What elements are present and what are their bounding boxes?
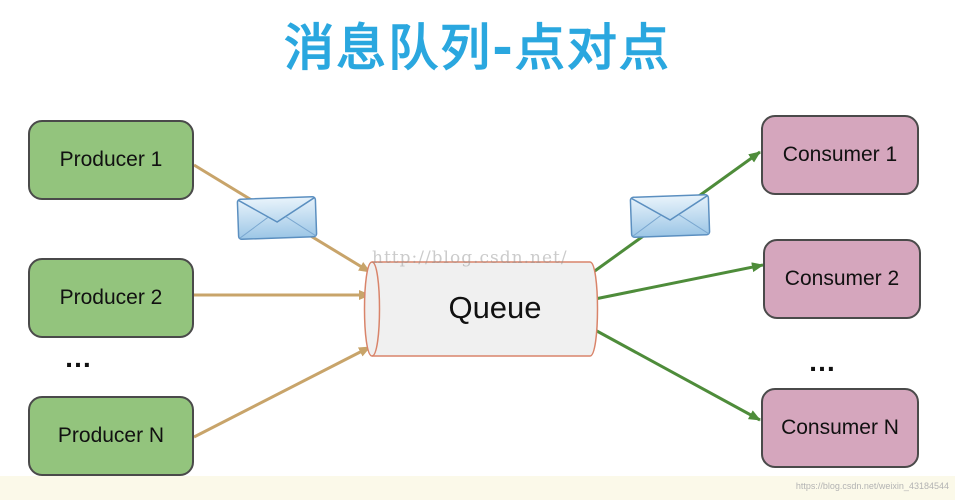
envelope-icon — [629, 194, 711, 238]
producer-2-box: Producer 2 — [28, 258, 194, 338]
producer-ellipsis: … — [64, 342, 95, 373]
producer-1-box: Producer 1 — [28, 120, 194, 200]
consumer-2-box: Consumer 2 — [763, 239, 921, 319]
envelope-icon — [236, 196, 318, 240]
watermark: http://blog.csdn.net/ — [372, 248, 568, 268]
footer-strip — [0, 476, 955, 500]
producer-1-label: Producer 1 — [59, 148, 163, 171]
arrow-queue-to-consumer-2 — [589, 262, 764, 302]
consumer-2-label: Consumer 2 — [784, 267, 900, 290]
consumer-n-label: Consumer N — [781, 416, 899, 439]
consumer-n-box: Consumer N — [761, 388, 919, 468]
consumer-ellipsis: … — [808, 346, 839, 377]
queue-cylinder — [363, 261, 599, 357]
arrow-producer-n-to-queue — [193, 345, 371, 439]
source-credit: https://blog.csdn.net/weixin_43184544 — [795, 481, 949, 491]
consumer-1-box: Consumer 1 — [761, 115, 919, 195]
arrow-queue-to-consumer-n — [594, 328, 761, 422]
diagram-title: 消息队列-点对点 — [284, 19, 671, 77]
producer-n-box: Producer N — [28, 396, 194, 476]
queue-label: Queue — [448, 290, 542, 325]
consumer-1-label: Consumer 1 — [782, 143, 898, 166]
producer-2-label: Producer 2 — [59, 286, 163, 309]
producer-n-label: Producer N — [57, 424, 165, 447]
